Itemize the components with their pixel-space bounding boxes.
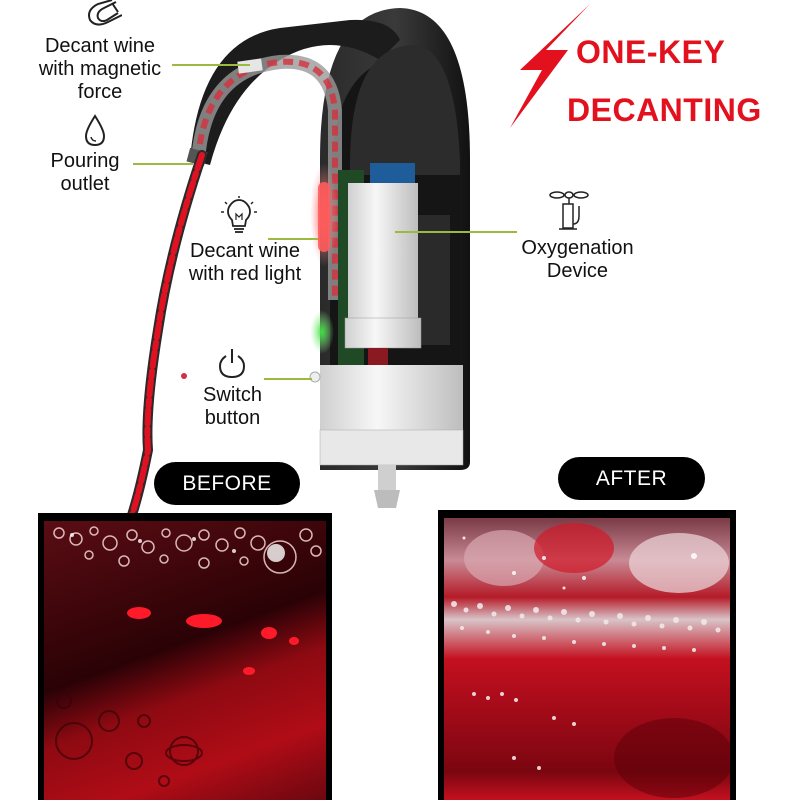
callout-magnetic: Decant wine with magnetic force: [20, 35, 180, 104]
leader-line-oxygenation: [395, 231, 517, 233]
headline-line-1: ONE-KEY: [576, 34, 726, 70]
after-wine-photo: [438, 510, 736, 800]
magnet-icon: [82, 0, 122, 26]
callout-oxygenation-line-2: Device: [546, 260, 609, 282]
callout-outlet: Pouring outlet: [30, 150, 140, 196]
callout-switch: Switch button: [185, 384, 280, 430]
callout-oxygenation-line-1: Oxygenation: [521, 237, 634, 259]
light-bulb-icon: [221, 196, 257, 236]
water-drop-icon: [84, 114, 106, 148]
callout-red-light-line-1: Decant wine: [189, 240, 301, 262]
before-label-pill: BEFORE: [154, 462, 300, 505]
callout-red-light: Decant wine with red light: [170, 240, 320, 286]
callout-magnetic-line-3: force: [77, 81, 123, 103]
leader-line-magnetic: [172, 64, 250, 66]
before-wine-photo: [38, 513, 332, 800]
leader-line-outlet: [133, 163, 193, 165]
callout-outlet-line-1: Pouring: [50, 150, 120, 172]
callout-outlet-line-2: outlet: [60, 173, 110, 195]
power-icon: [218, 347, 246, 379]
callout-switch-line-1: Switch: [203, 384, 262, 406]
headline-line-2: DECANTING: [567, 92, 762, 128]
lightning-bolt-icon: [508, 2, 598, 132]
callout-magnetic-line-1: Decant wine: [44, 35, 156, 57]
callout-switch-line-2: button: [204, 407, 261, 429]
callout-oxygenation: Oxygenation Device: [500, 237, 655, 283]
wine-stream-illustration: [110, 150, 210, 525]
air-pump-icon: [549, 190, 589, 232]
leader-line-switch: [264, 378, 312, 380]
callout-magnetic-line-2: with magnetic: [38, 58, 162, 80]
decanter-device-illustration: [170, 0, 490, 520]
callout-red-light-line-2: with red light: [188, 263, 302, 285]
leader-line-red-light: [268, 238, 318, 240]
after-label-pill: AFTER: [558, 457, 705, 500]
